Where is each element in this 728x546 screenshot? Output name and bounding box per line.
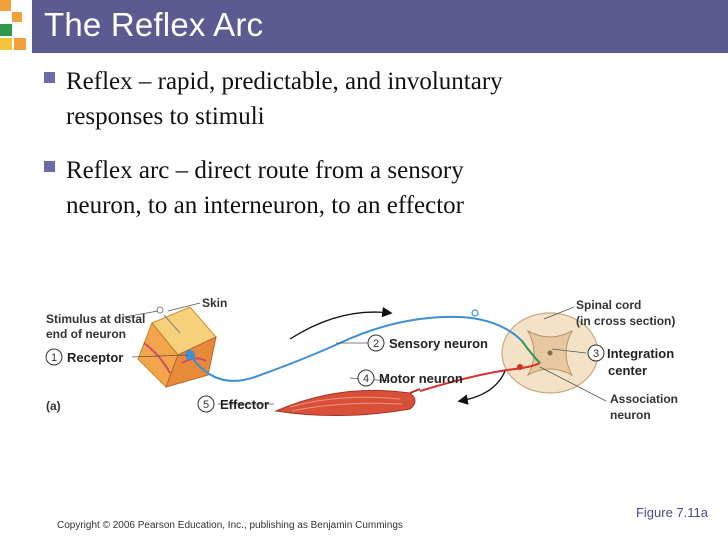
- step-number: 4: [363, 373, 369, 385]
- step-number: 3: [593, 348, 599, 360]
- corner-square-orange: [0, 0, 11, 11]
- step-number: 2: [373, 338, 379, 350]
- bullet-square-icon: [44, 161, 55, 172]
- corner-square-orange: [12, 12, 22, 22]
- step-number-badge: [357, 369, 375, 387]
- label-sensory-neuron: Sensory neuron: [389, 336, 488, 351]
- bullet-text-line: neuron, to an interneuron, to an effecto…: [66, 192, 464, 219]
- bullet-item: Reflex – rapid, predictable, and involun…: [44, 64, 684, 134]
- corner-square-orange: [14, 38, 26, 50]
- label-stimulus: Stimulus at distal: [46, 312, 145, 326]
- label-skin: Skin: [202, 296, 227, 310]
- bullet-text-line: Reflex arc – direct route from a sensory: [66, 157, 464, 184]
- bullet-item: Reflex arc – direct route from a sensory…: [44, 153, 684, 223]
- corner-square-yellow: [0, 38, 12, 50]
- label-spinal-cord: (in cross section): [576, 314, 675, 328]
- muscle-effector-illustration: [274, 388, 421, 417]
- label-association-neuron: neuron: [610, 408, 651, 422]
- step-number: 5: [203, 399, 209, 411]
- direction-arrow-icon: [289, 306, 393, 340]
- bullet-text-line: Reflex – rapid, predictable, and involun…: [66, 68, 503, 95]
- slide-title: The Reflex Arc: [44, 6, 264, 43]
- step-number-badge: [367, 334, 385, 352]
- skin-block-illustration: [137, 306, 217, 388]
- label-spinal-cord: Spinal cord: [576, 298, 641, 312]
- label-motor-neuron: Motor neuron: [379, 371, 463, 386]
- label-stimulus: end of neuron: [46, 327, 126, 341]
- step-number-badge: [45, 348, 63, 366]
- title-bar: The Reflex Arc: [32, 0, 728, 53]
- label-association-neuron: Association: [610, 392, 678, 406]
- label-integration-center: Integration: [607, 346, 674, 361]
- bullet-square-icon: [44, 72, 55, 83]
- figure-label: Figure 7.11a: [635, 505, 708, 520]
- label-effector: Effector: [220, 397, 269, 412]
- bullet-text-line: responses to stimuli: [66, 103, 265, 130]
- step-number-badge: [587, 344, 605, 362]
- motor-neuron-path: [419, 362, 541, 392]
- corner-square-green: [0, 24, 12, 36]
- step-number: 1: [51, 352, 57, 364]
- copyright-notice: Copyright © 2006 Pearson Education, Inc.…: [57, 520, 403, 531]
- reflex-arc-diagram: Skin Stimulus at distal end of neuron 1 …: [45, 296, 678, 422]
- direction-arrow-icon: [457, 370, 506, 405]
- label-receptor: Receptor: [67, 350, 123, 365]
- panel-label: (a): [46, 399, 61, 413]
- step-number-badge: [197, 395, 215, 413]
- label-integration-center: center: [608, 363, 647, 378]
